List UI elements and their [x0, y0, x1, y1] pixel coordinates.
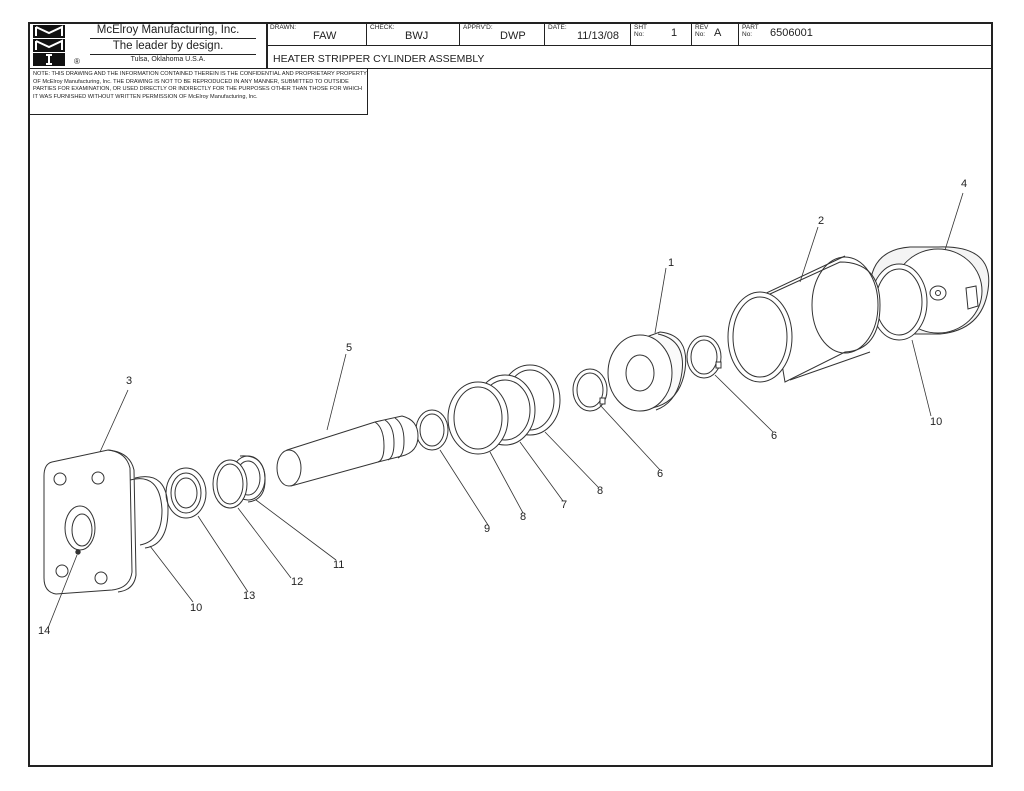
- mmi-logo: [33, 25, 65, 66]
- callout-1: 1: [668, 257, 675, 269]
- drawn-value: FAW: [313, 30, 337, 42]
- drawing-sheet-border: [28, 22, 993, 767]
- part-label: PART No:: [742, 24, 759, 38]
- divider: [267, 22, 268, 68]
- callout-11: 11: [333, 559, 345, 571]
- company-tagline: The leader by design.: [112, 40, 224, 52]
- callout-4: 4: [961, 178, 968, 190]
- date-label: DATE:: [548, 24, 567, 31]
- check-cell: CHECK: BWJ: [367, 22, 460, 46]
- divider: [267, 68, 993, 69]
- part-cell: PART No: 6506001: [739, 22, 993, 46]
- drawn-label: DRAWN:: [270, 24, 297, 31]
- callout-12: 12: [291, 576, 304, 588]
- title-block: DRAWN: FAW CHECK: BWJ APPRV'D: DWP DATE:…: [267, 22, 993, 68]
- registered-mark: ®: [74, 57, 80, 66]
- callout-14: 14: [38, 625, 51, 637]
- callout-10-left: 10: [190, 602, 203, 614]
- rev-label: REV No:: [695, 24, 709, 38]
- sheet-cell: SHT No: 1: [631, 22, 692, 46]
- callout-6-left: 6: [657, 468, 664, 480]
- callout-8-front: 8: [520, 511, 527, 523]
- company-name: McElroy Manufacturing, Inc.: [96, 24, 240, 36]
- callout-8-rear: 8: [597, 485, 604, 497]
- sheet-value: 1: [671, 27, 678, 39]
- piston-rod-part-5: [277, 416, 418, 486]
- retaining-ring-part-6-left: [573, 369, 607, 411]
- piston-part-1: [608, 332, 686, 411]
- retaining-ring-part-6-right: [687, 336, 721, 378]
- drawn-cell: DRAWN: FAW: [267, 22, 367, 46]
- rod-seal-part-13: [166, 468, 206, 518]
- rev-cell: REV No: A: [692, 22, 739, 46]
- drawing-title: HEATER STRIPPER CYLINDER ASSEMBLY: [273, 53, 485, 65]
- wear-ring-part-8-front: [448, 382, 508, 454]
- rev-value: A: [714, 27, 722, 39]
- check-label: CHECK:: [370, 24, 395, 31]
- callout-13: 13: [243, 590, 256, 602]
- confidentiality-note: NOTE: THIS DRAWING AND THE INFORMATION C…: [28, 68, 368, 115]
- o-ring-part-9: [416, 410, 448, 450]
- o-ring-part-10-left: [130, 477, 168, 548]
- sheet-label: SHT No:: [634, 24, 647, 38]
- callout-5: 5: [346, 342, 353, 354]
- callout-3: 3: [126, 375, 133, 387]
- cylinder-barrel-part-2: [728, 256, 880, 382]
- company-location: Tulsa, Oklahoma U.S.A.: [130, 56, 206, 63]
- callout-10-right: 10: [930, 416, 943, 428]
- o-ring-part-10-right: [871, 264, 927, 340]
- flange-part-3: [44, 450, 136, 594]
- part-value: 6506001: [770, 27, 813, 39]
- callout-7: 7: [561, 499, 568, 511]
- apprvd-cell: APPRV'D: DWP: [460, 22, 545, 46]
- divider: [28, 68, 268, 69]
- o-ring-part-12: [213, 460, 247, 508]
- divider: [90, 38, 256, 39]
- apprvd-label: APPRV'D:: [463, 24, 493, 31]
- callout-2: 2: [818, 215, 825, 227]
- divider: [90, 54, 256, 55]
- apprvd-value: DWP: [500, 30, 526, 42]
- callout-6-right: 6: [771, 430, 778, 442]
- date-cell: DATE: 11/13/08: [545, 22, 631, 46]
- date-value: 11/13/08: [577, 30, 620, 42]
- check-value: BWJ: [405, 30, 429, 42]
- callout-9: 9: [484, 523, 491, 535]
- company-block: McElroy Manufacturing, Inc. The leader b…: [70, 22, 267, 68]
- divider: [267, 45, 993, 46]
- leader-lines: [48, 193, 963, 628]
